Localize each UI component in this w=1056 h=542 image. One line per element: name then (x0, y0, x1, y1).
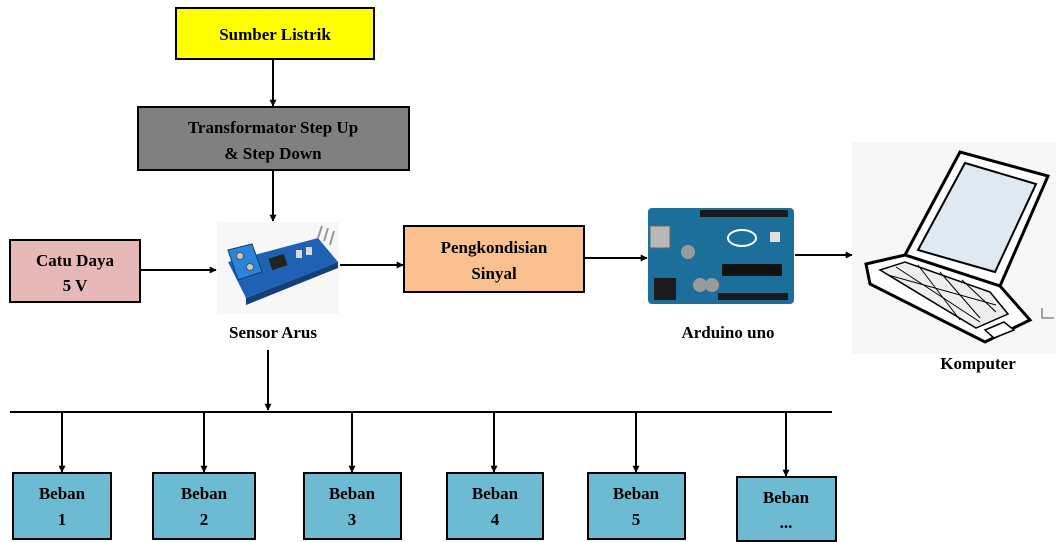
power-source-box (175, 7, 375, 60)
supply-label-line-1: Catu Daya (36, 251, 114, 270)
computer-label: Komputer (940, 354, 1016, 373)
load-2-label-line-2: 2 (200, 510, 209, 529)
supply-block: Catu Daya 5 V (9, 239, 141, 303)
load-4-block: Beban 4 (446, 472, 544, 540)
load-3-label-line-1: Beban (329, 484, 376, 503)
load-5-label-line-1: Beban (613, 484, 660, 503)
supply-label-line-2: 5 V (63, 276, 88, 295)
load-2-label-line-1: Beban (181, 484, 228, 503)
load-4-box (446, 472, 544, 540)
laptop-icon (852, 142, 1056, 354)
load-1-label-line-1: Beban (39, 484, 86, 503)
conditioning-block: Pengkondisian Sinyal (403, 225, 585, 293)
load-more-label-line-2: ... (780, 513, 793, 532)
load-1-box (12, 472, 112, 540)
load-4-label-line-1: Beban (472, 484, 519, 503)
transformer-block: Transformator Step Up & Step Down (137, 106, 410, 171)
current-sensor-label: Sensor Arus (229, 323, 317, 342)
load-more-box (736, 476, 837, 542)
connectors (10, 60, 853, 477)
load-more-block: Beban ... (736, 476, 837, 542)
power-source-block: Sumber Listrik (175, 7, 375, 60)
load-1-block: Beban 1 (12, 472, 112, 540)
load-3-block: Beban 3 (303, 472, 402, 540)
load-3-box (303, 472, 402, 540)
load-3-label-line-2: 3 (348, 510, 357, 529)
supply-box (9, 239, 141, 303)
transformer-box (137, 106, 410, 171)
load-5-label-line-2: 5 (632, 510, 641, 529)
current-sensor-module-icon (217, 222, 339, 314)
conditioning-label-line-2: Sinyal (471, 264, 517, 283)
load-5-block: Beban 5 (587, 472, 686, 540)
transformer-label-line-1: Transformator Step Up (188, 118, 358, 137)
transformer-label-line-2: & Step Down (224, 144, 322, 163)
load-2-block: Beban 2 (152, 472, 256, 540)
arduino-label: Arduino uno (681, 323, 774, 342)
load-5-box (587, 472, 686, 540)
load-1-label-line-2: 1 (58, 510, 67, 529)
arduino-uno-board-icon (648, 208, 794, 304)
load-2-box (152, 472, 256, 540)
conditioning-box (403, 225, 585, 293)
load-more-label-line-1: Beban (763, 488, 810, 507)
load-4-label-line-2: 4 (491, 510, 500, 529)
conditioning-label-line-1: Pengkondisian (441, 238, 548, 257)
power-source-label: Sumber Listrik (219, 25, 331, 44)
